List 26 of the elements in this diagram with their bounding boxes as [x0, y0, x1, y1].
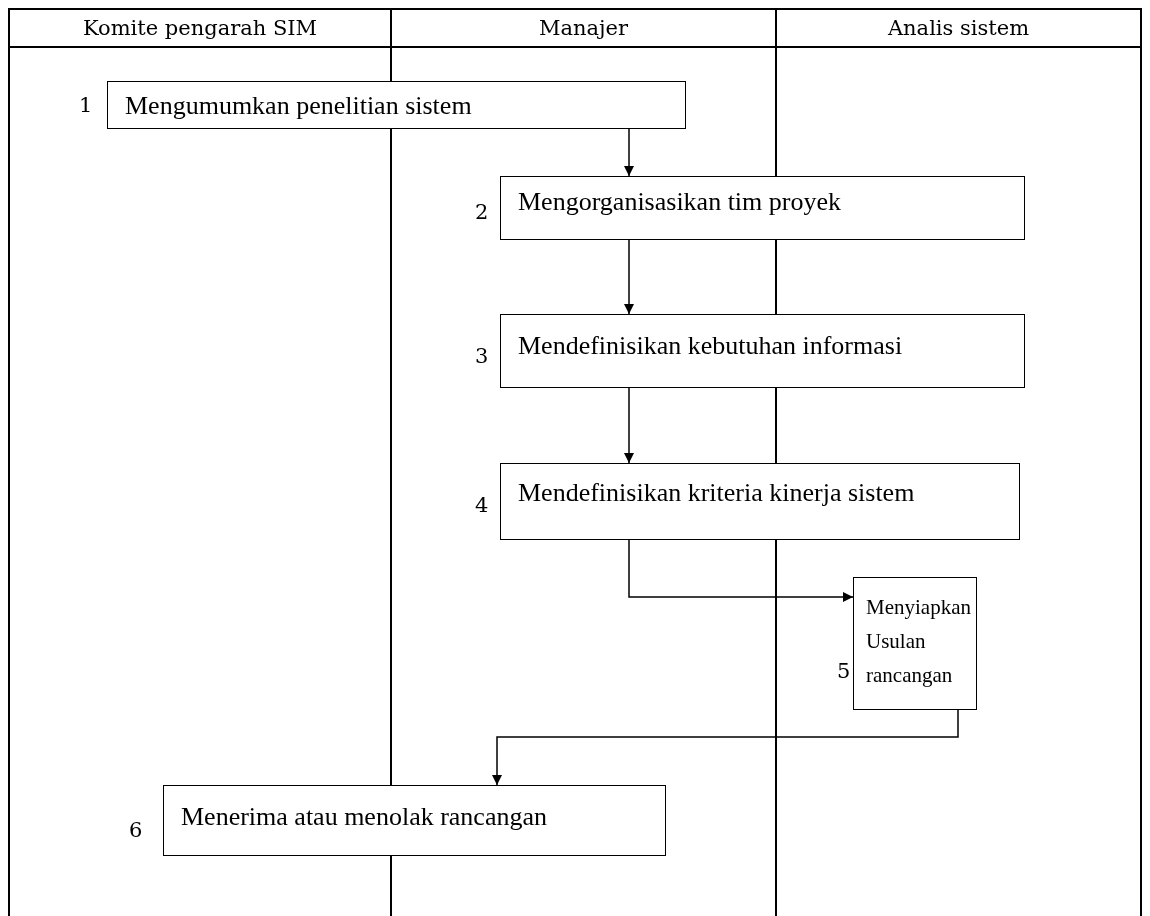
step-number: 3	[475, 344, 489, 368]
lane-header: Manajer	[392, 10, 775, 48]
arrow	[624, 239, 634, 315]
arrow	[624, 387, 634, 464]
process-box	[500, 314, 1025, 388]
step-text: Mengorganisasikan tim proyek	[518, 186, 842, 218]
lane-header: Analis sistem	[777, 10, 1140, 48]
arrow	[628, 539, 854, 602]
step-number: 1	[79, 93, 93, 117]
process-box	[500, 176, 1025, 240]
step-text: Mendefinisikan kriteria kinerja sistem	[518, 477, 915, 509]
process-box	[500, 463, 1020, 540]
step-number: 6	[129, 818, 143, 842]
step-text: Menerima atau menolak rancangan	[181, 801, 547, 833]
lane-header: Komite pengarah SIM	[10, 10, 390, 48]
step-number: 2	[475, 200, 489, 224]
step-number: 4	[475, 493, 489, 517]
process-box	[107, 81, 686, 129]
process-box	[163, 785, 666, 856]
step-number: 5	[837, 659, 851, 683]
arrow	[492, 709, 959, 786]
process-box	[853, 577, 977, 710]
step-text: Menyiapkan Usulan rancangan	[866, 594, 972, 689]
arrow	[624, 128, 634, 177]
step-text: Mengumumkan penelitian sistem	[125, 90, 472, 122]
step-text: Mendefinisikan kebutuhan informasi	[518, 330, 903, 362]
